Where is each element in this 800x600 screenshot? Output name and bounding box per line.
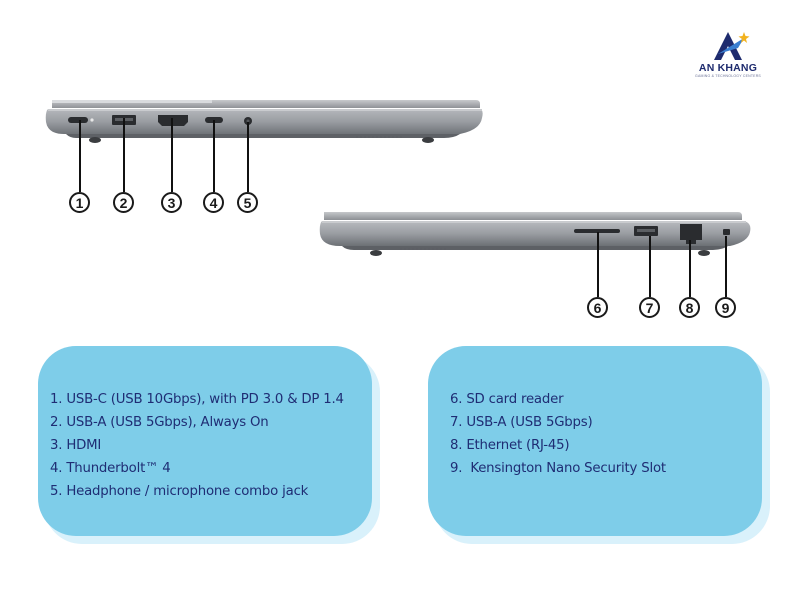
kensington-slot-icon: [723, 229, 730, 235]
callout-7: 7: [639, 297, 660, 318]
port-list-right: 6. SD card reader 7. USB-A (USB 5Gbps) 8…: [450, 388, 762, 480]
port-item-3: 3. HDMI: [50, 438, 102, 453]
ethernet-port-icon: [680, 224, 702, 244]
logo-tagline: GAMING & TECHNOLOGY CENTERS: [695, 74, 761, 78]
port-item-1: 1. USB-C (USB 10Gbps), with PD 3.0 & DP …: [50, 392, 344, 407]
callout-4: 4: [203, 192, 224, 213]
callout-5: 5: [237, 192, 258, 213]
callout-6: 6: [587, 297, 608, 318]
laptop-right-side: [319, 212, 751, 256]
port-list-card-right: 6. SD card reader 7. USB-A (USB 5Gbps) 8…: [428, 346, 762, 536]
hdmi-port-icon: [158, 115, 188, 126]
port-list-left: 1. USB-C (USB 10Gbps), with PD 3.0 & DP …: [50, 388, 372, 503]
port-item-5: 5. Headphone / microphone combo jack: [50, 484, 309, 499]
port-item-7: 7. USB-A (USB 5Gbps): [450, 415, 593, 430]
port-item-4: 4. Thunderbolt™ 4: [50, 461, 171, 476]
port-list-card-left: 1. USB-C (USB 10Gbps), with PD 3.0 & DP …: [38, 346, 372, 536]
callout-3: 3: [161, 192, 182, 213]
callout-9: 9: [715, 297, 736, 318]
port-item-8: 8. Ethernet (RJ-45): [450, 438, 570, 453]
port-item-6: 6. SD card reader: [450, 392, 564, 407]
port-item-9: 9. Kensington Nano Security Slot: [450, 461, 666, 476]
sd-card-slot-icon: [574, 229, 620, 233]
port-item-2: 2. USB-A (USB 5Gbps), Always On: [50, 415, 269, 430]
callout-1: 1: [69, 192, 90, 213]
brand-logo: AN KHANG GAMING & TECHNOLOGY CENTERS: [688, 28, 768, 78]
callout-2: 2: [113, 192, 134, 213]
logo-mark-icon: [714, 32, 750, 60]
laptop-left-side: [45, 100, 483, 143]
usb-c-port-icon: [68, 117, 88, 123]
logo-brand-text: AN KHANG: [698, 62, 758, 74]
callout-8: 8: [679, 297, 700, 318]
